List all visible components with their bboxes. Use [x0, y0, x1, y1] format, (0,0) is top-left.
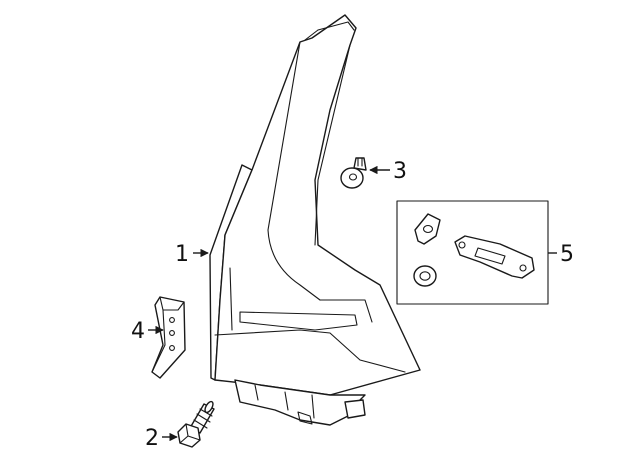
callout-2: 2: [145, 426, 159, 451]
square-washer: [414, 213, 441, 245]
callout-4: 4: [131, 319, 145, 344]
grommet-part-3[interactable]: [340, 157, 367, 189]
gasket: [454, 235, 535, 279]
callout-1: 1: [175, 242, 189, 267]
callout-5: 5: [560, 242, 574, 267]
bracket-part-4[interactable]: [151, 296, 186, 379]
bolt-part-2[interactable]: [177, 400, 215, 448]
round-seal: [413, 265, 437, 287]
callout-3: 3: [393, 159, 407, 184]
trim-panel-part-1[interactable]: [209, 14, 421, 426]
kit-box-part-5[interactable]: [396, 200, 549, 305]
